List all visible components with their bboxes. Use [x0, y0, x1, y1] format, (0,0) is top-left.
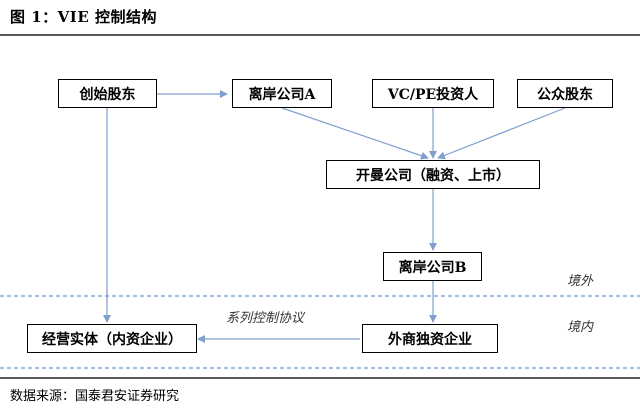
- node-public: 公众股东: [517, 79, 613, 108]
- node-vcpe: VC/PE投资人: [372, 79, 494, 108]
- node-wfoe: 外商独资企业: [362, 324, 498, 353]
- source-note: 数据来源：国泰君安证券研究: [10, 389, 180, 404]
- figure-title: 图 1：VIE 控制结构: [10, 8, 157, 26]
- zone-offshore-label: 境外: [567, 274, 594, 289]
- node-domestic-entity: 经营实体（内资企业）: [27, 324, 197, 353]
- zone-domestic-label: 境内: [567, 320, 594, 335]
- bottom-rule: [0, 377, 640, 379]
- node-cayman: 开曼公司（融资、上市）: [326, 160, 540, 189]
- node-founder: 创始股东: [58, 79, 157, 108]
- node-offshore-b: 离岸公司B: [383, 252, 482, 281]
- top-rule: [0, 34, 640, 36]
- control-agreements-label: 系列控制协议: [226, 311, 305, 326]
- arrow-offshore-a-to-cayman: [281, 107, 429, 160]
- arrow-public-to-cayman: [437, 107, 566, 160]
- node-offshore-a: 离岸公司A: [232, 79, 332, 108]
